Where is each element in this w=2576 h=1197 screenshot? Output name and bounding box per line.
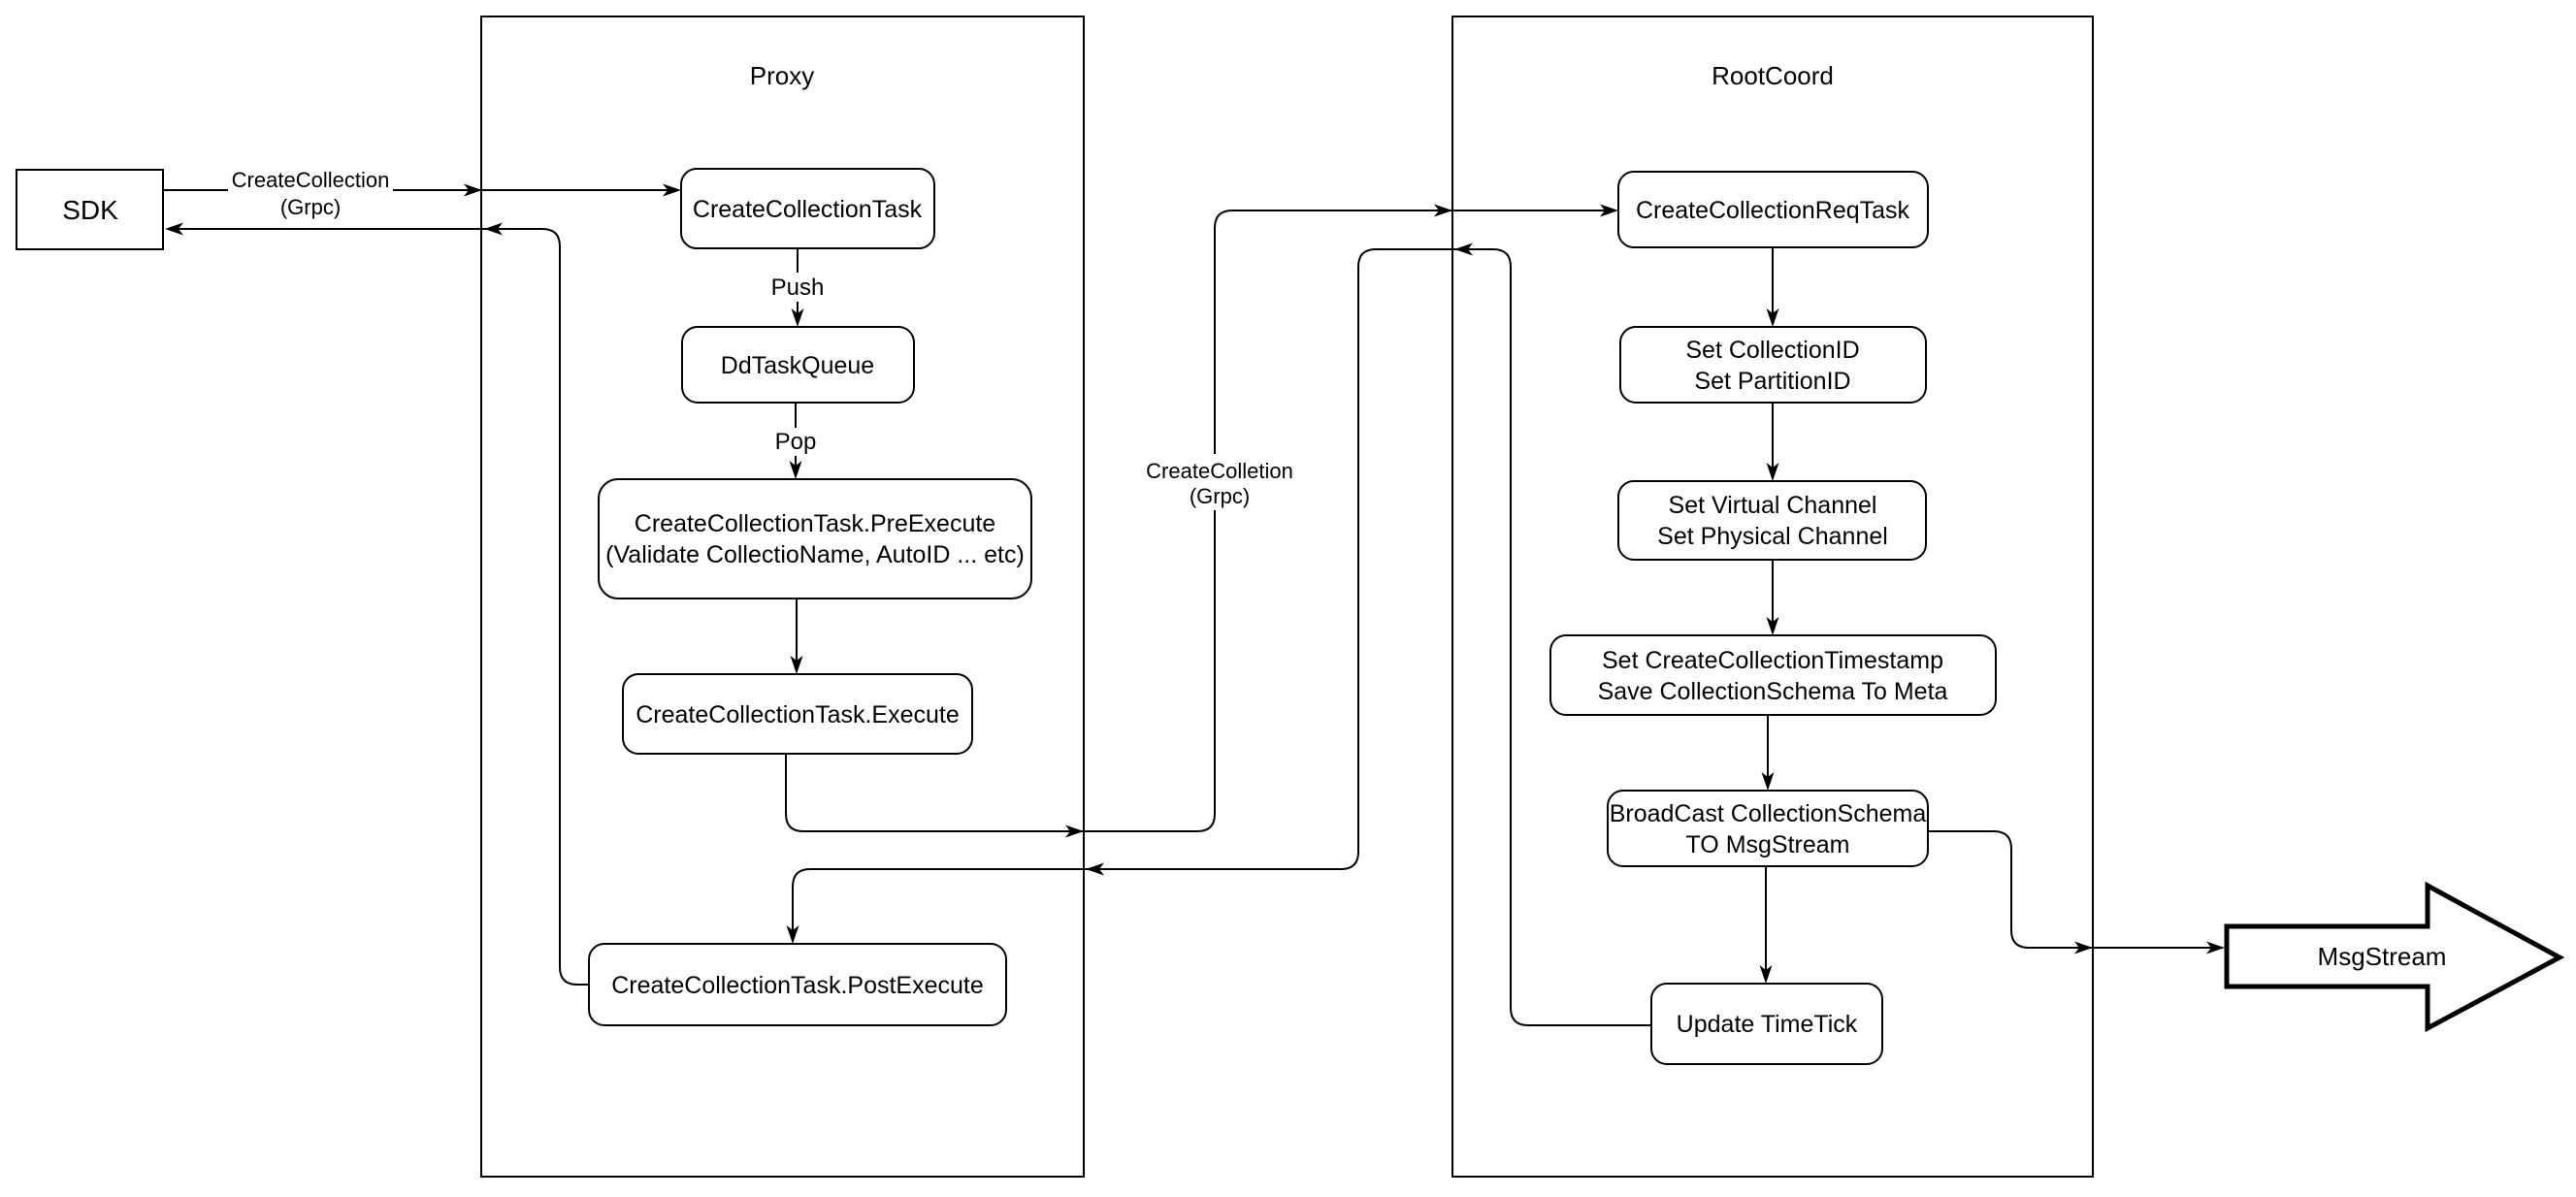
node-set-timestamp: Set CreateCollectionTimestamp Save Colle… <box>1549 634 1997 716</box>
arrowhead <box>1434 204 1452 217</box>
proxy-title: Proxy <box>750 61 814 90</box>
node-post-execute: CreateCollectionTask.PostExecute <box>588 943 1007 1026</box>
set-timestamp-label-line1: Set CreateCollectionTimestamp <box>1602 647 1943 674</box>
node-update-timetick: Update TimeTick <box>1650 983 1883 1065</box>
rootcoord-title: RootCoord <box>1712 61 1834 90</box>
arrowhead <box>1086 862 1104 876</box>
node-broadcast: BroadCast CollectionSchema TO MsgStream <box>1607 790 1929 867</box>
set-timestamp-box <box>1549 634 1997 716</box>
proxy-frame <box>480 16 1085 1178</box>
edge-label-proxy-grpc-line1: CreateColletion <box>1146 459 1293 483</box>
arrowhead <box>484 222 503 236</box>
execute-box <box>622 673 973 755</box>
msgstream-label: MsgStream <box>2318 942 2447 971</box>
node-set-channels: Set Virtual Channel Set Physical Channel <box>1617 480 1927 561</box>
set-channels-label-line2: Set Physical Channel <box>1657 523 1888 550</box>
set-ids-label-line1: Set CollectionID <box>1685 337 1859 364</box>
label-bg-pop <box>770 428 821 456</box>
arrowhead <box>165 222 183 236</box>
node-sdk: SDK <box>16 169 164 250</box>
create-collection-req-task-label: CreateCollectionReqTask <box>1636 197 1910 224</box>
update-timetick-box <box>1650 983 1883 1065</box>
arrowhead <box>790 656 803 674</box>
broadcast-label-line2: TO MsgStream <box>1685 831 1849 858</box>
container-rootcoord: RootCoord <box>1451 16 2094 1178</box>
edges <box>163 189 2212 1026</box>
arrowhead <box>786 925 799 944</box>
broadcast-box <box>1607 790 1929 867</box>
edge-label-proxy-grpc-line2: (Grpc) <box>1190 484 1250 508</box>
post-execute-box <box>588 943 1007 1026</box>
arrowhead <box>1766 617 1779 635</box>
label-bg-sdk-grpc <box>228 165 393 221</box>
edge-label-pop: Pop <box>775 429 817 455</box>
arrowheads <box>165 183 2225 984</box>
arrowhead <box>1065 825 1084 838</box>
edge-execute-to-reqtask <box>785 210 1606 832</box>
edge-label-backgrounds <box>228 165 1299 510</box>
arrowhead <box>789 461 802 479</box>
node-dd-task-queue: DdTaskQueue <box>681 326 915 404</box>
node-execute: CreateCollectionTask.Execute <box>622 673 973 755</box>
arrowhead <box>1600 204 1618 217</box>
edge-label-push: Push <box>771 275 825 301</box>
label-bg-proxy-grpc <box>1140 454 1299 510</box>
arrowhead <box>1766 308 1779 327</box>
set-channels-box <box>1617 480 1927 561</box>
update-timetick-label: Update TimeTick <box>1677 1011 1858 1038</box>
arrowhead <box>1766 463 1779 481</box>
edge-labels: CreateCollection (Grpc) Push Pop CreateC… <box>232 168 1293 508</box>
edge-label-sdk-grpc-line1: CreateCollection <box>232 168 390 192</box>
node-create-collection-req-task: CreateCollectionReqTask <box>1617 171 1929 248</box>
pre-execute-label-line1: CreateCollectionTask.PreExecute <box>635 510 995 537</box>
edge-postexecute-to-sdk <box>179 228 589 986</box>
set-timestamp-label-line2: Save CollectionSchema To Meta <box>1598 678 1948 705</box>
dd-task-queue-box <box>681 326 915 404</box>
arrowhead <box>663 183 681 197</box>
post-execute-label: CreateCollectionTask.PostExecute <box>611 972 984 999</box>
msgstream-arrow-shape <box>2224 881 2565 1033</box>
pre-execute-label-line2: (Validate CollectioName, AutoID ... etc) <box>605 541 1025 568</box>
node-set-ids: Set CollectionID Set PartitionID <box>1619 326 1927 404</box>
arrowhead <box>2074 941 2093 954</box>
sdk-box <box>16 169 164 250</box>
set-ids-box <box>1619 326 1927 404</box>
arrowhead <box>2206 941 2225 954</box>
edge-broadcast-to-msgstream <box>1928 830 2212 949</box>
arrowhead <box>1454 243 1473 256</box>
set-channels-label-line1: Set Virtual Channel <box>1669 492 1877 519</box>
create-collection-task-box <box>680 168 935 249</box>
create-collection-task-label: CreateCollectionTask <box>693 196 923 223</box>
sdk-label: SDK <box>62 195 118 225</box>
edge-label-sdk-grpc-line2: (Grpc) <box>280 195 341 219</box>
set-ids-label-line2: Set PartitionID <box>1694 368 1850 395</box>
arrowhead <box>1761 772 1775 791</box>
pre-execute-box <box>598 478 1032 599</box>
arrowhead <box>1759 965 1773 984</box>
node-create-collection-task: CreateCollectionTask <box>680 168 935 249</box>
create-collection-req-task-box <box>1617 171 1929 248</box>
arrowhead <box>791 308 804 327</box>
broadcast-label-line1: BroadCast CollectionSchema <box>1610 800 1927 827</box>
label-bg-push <box>768 273 827 302</box>
container-proxy: Proxy <box>480 16 1085 1178</box>
node-pre-execute: CreateCollectionTask.PreExecute (Validat… <box>598 478 1032 599</box>
arrowhead <box>464 183 482 197</box>
edge-updatetimetick-to-postexecute <box>792 248 1651 1026</box>
execute-label: CreateCollectionTask.Execute <box>636 701 960 728</box>
node-msgstream: MsgStream <box>2224 881 2565 1033</box>
dd-task-queue-label: DdTaskQueue <box>721 352 874 379</box>
rootcoord-frame <box>1451 16 2094 1178</box>
